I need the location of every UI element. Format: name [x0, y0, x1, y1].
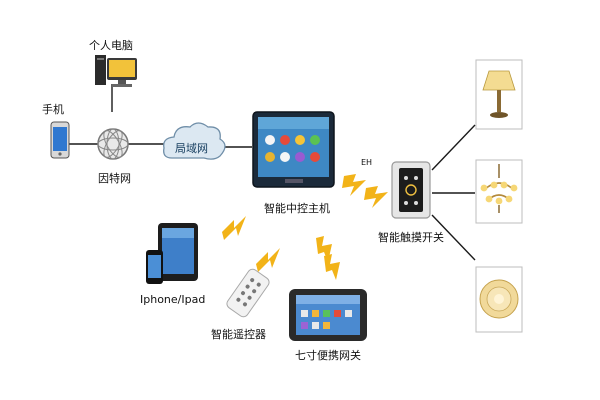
- wireless-signal-icon: [364, 186, 388, 208]
- phone-label: 手机: [42, 103, 64, 116]
- chandelier-icon: [475, 159, 523, 224]
- wireless-signal-icon: [324, 254, 340, 280]
- portable-gateway-icon: [289, 289, 367, 341]
- remote-label: 智能遥控器: [211, 328, 266, 341]
- table-lamp-icon: [475, 59, 523, 130]
- wireless-signal-icon: [342, 174, 366, 196]
- line-switch-ceiling: [431, 214, 476, 261]
- globe-icon: [97, 128, 129, 160]
- internet-label: 因特网: [98, 172, 131, 185]
- tablet-phone-icon: [146, 223, 198, 284]
- lan-label: 局域网: [175, 142, 208, 155]
- remote-control-icon: [226, 268, 270, 318]
- gateway-label: 七寸便携网关: [295, 349, 361, 362]
- iphone-ipad-label: Iphone/Ipad: [140, 293, 206, 306]
- ceiling-light-icon: [475, 266, 523, 333]
- wireless-signal-icon: [256, 248, 280, 272]
- mobile-phone-icon: [50, 121, 70, 159]
- line-switch-lamp: [431, 124, 476, 171]
- desktop-pc-icon: [95, 55, 137, 87]
- cloud-icon: [163, 122, 226, 160]
- controller-label: 智能中控主机: [264, 202, 330, 215]
- pc-label: 个人电脑: [89, 39, 133, 52]
- touch-panel-icon: [252, 111, 335, 188]
- eh-label: EH: [361, 158, 373, 167]
- touch-switch-icon: [391, 161, 431, 219]
- wireless-signals: [222, 174, 388, 280]
- wireless-signal-icon: [222, 216, 246, 240]
- touch-switch-label: 智能触摸开关: [378, 231, 444, 244]
